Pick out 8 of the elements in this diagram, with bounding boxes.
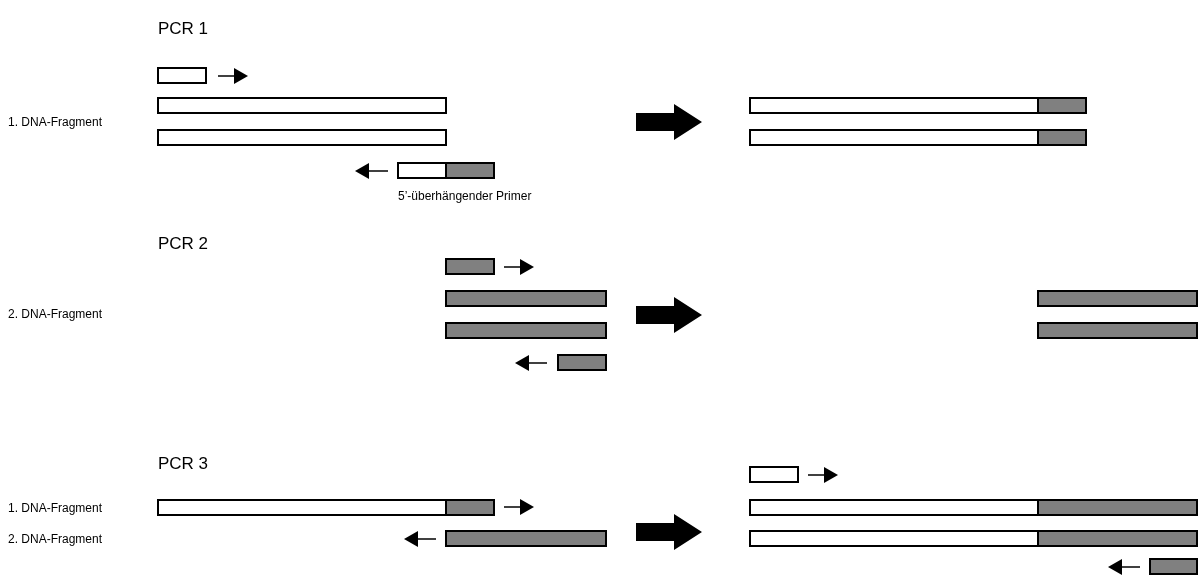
- section-heading: PCR 1: [158, 19, 209, 37]
- fragment-label: 2. DNA-Fragment: [8, 308, 103, 320]
- section-heading: PCR 3: [158, 454, 209, 472]
- primer-label: 5’-überhängender Primer: [398, 190, 532, 202]
- fragment-label: 2. DNA-Fragment: [8, 533, 103, 545]
- fragment-label: 1. DNA-Fragment: [8, 116, 103, 128]
- fragment-label: 1. DNA-Fragment: [8, 502, 103, 514]
- section-heading: PCR 2: [158, 234, 209, 252]
